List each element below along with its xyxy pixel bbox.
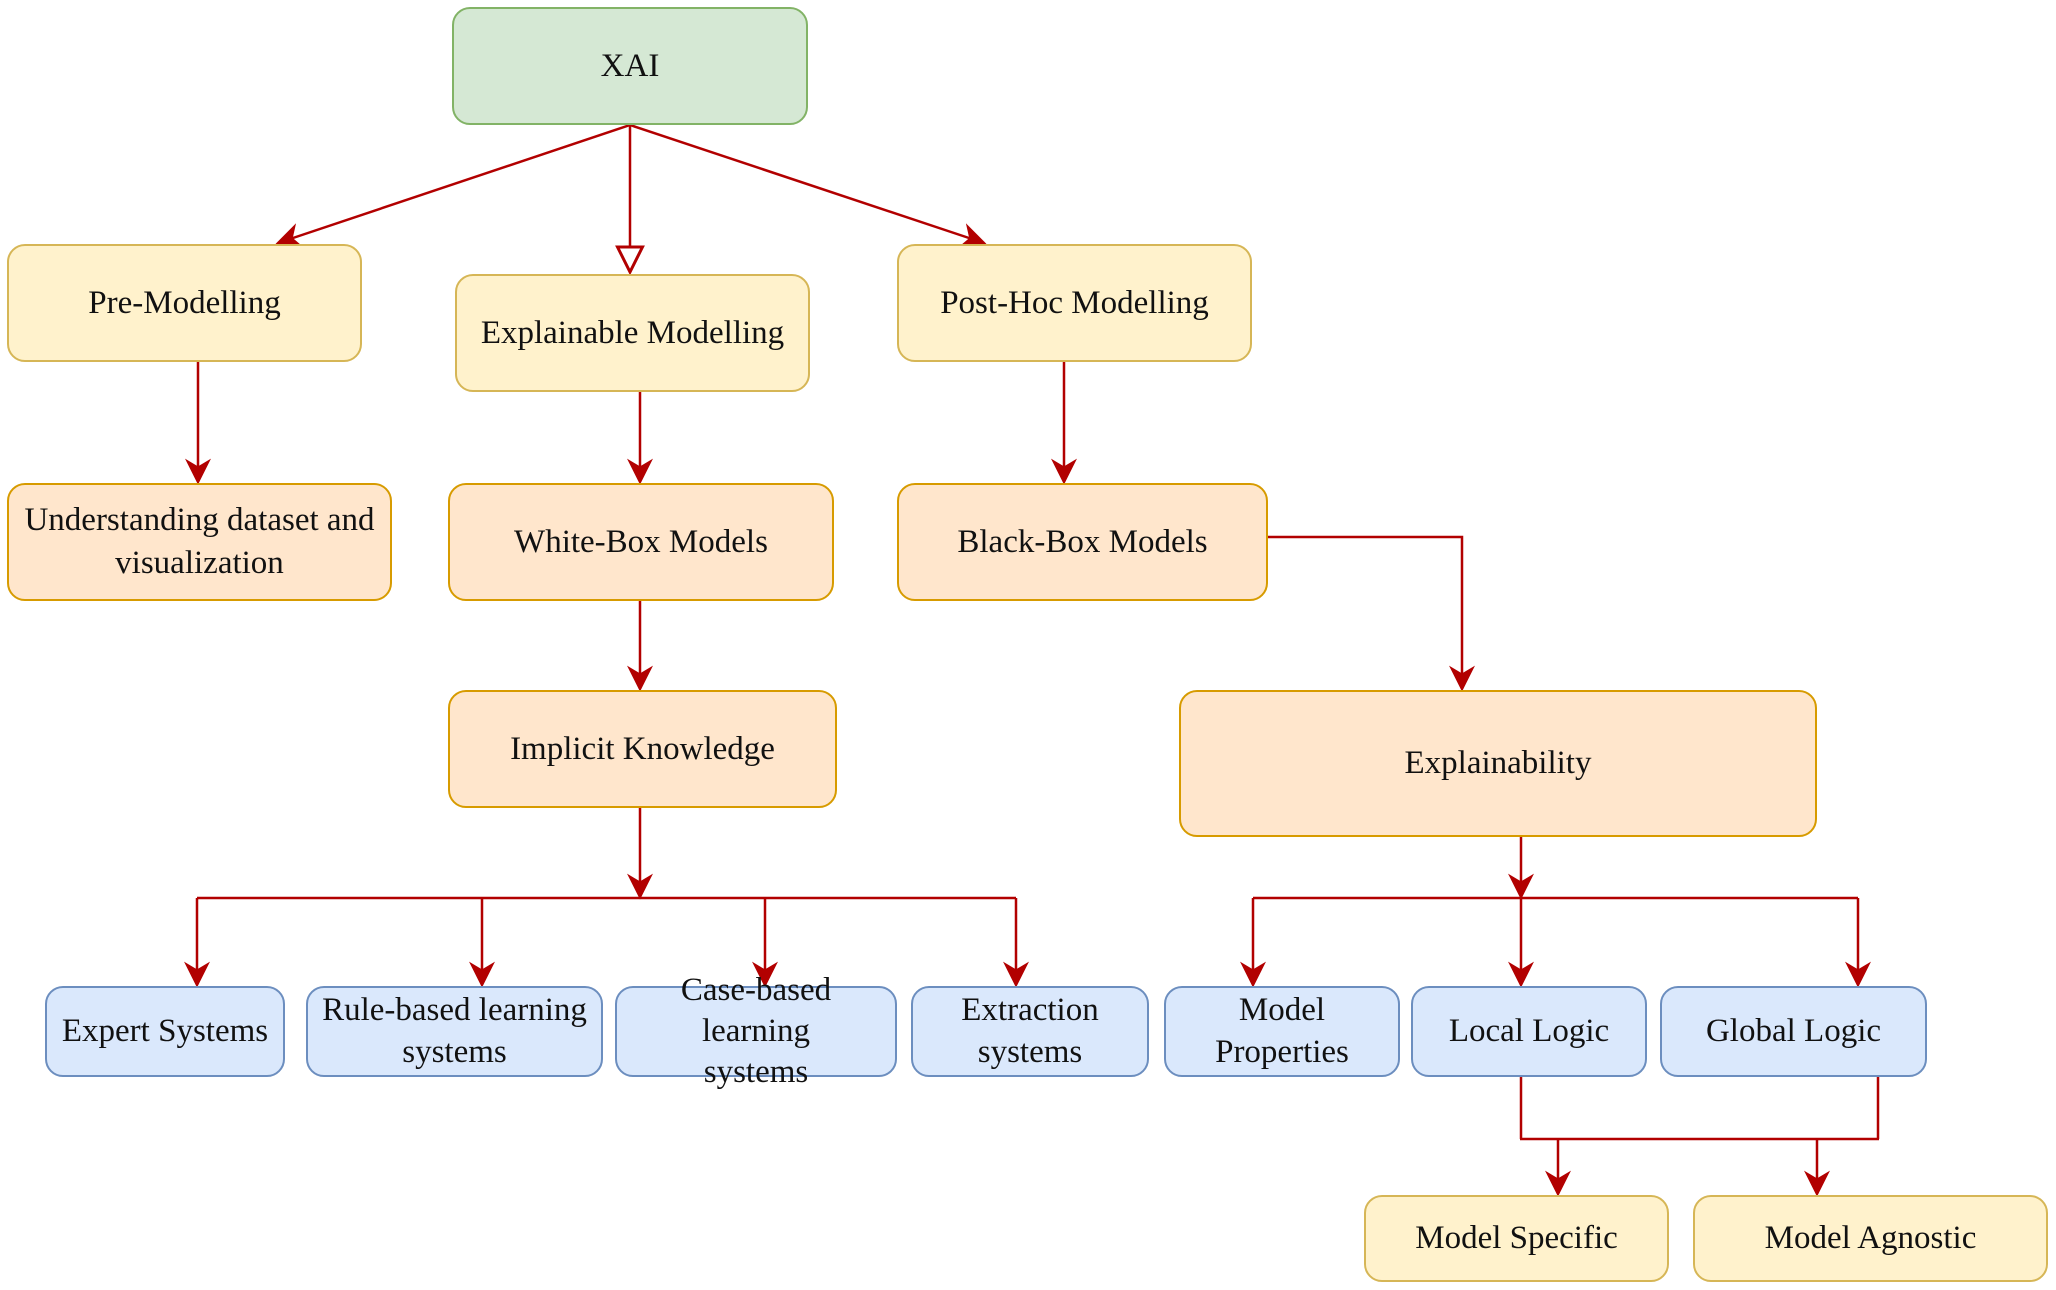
node-label: Model Properties	[1215, 992, 1349, 1070]
node-label: Post-Hoc Modelling	[940, 284, 1209, 321]
node-white-box-models: White-Box Models	[448, 483, 834, 601]
node-label: XAI	[600, 47, 660, 84]
node-explainability: Explainability	[1179, 690, 1817, 837]
node-label: Extraction systems	[961, 992, 1099, 1070]
node-label: Black-Box Models	[957, 523, 1208, 560]
node-model-specific: Model Specific	[1364, 1195, 1669, 1282]
node-explainable-modelling: Explainable Modelling	[455, 274, 810, 392]
node-post-hoc-modelling: Post-Hoc Modelling	[897, 244, 1252, 362]
node-black-box-models: Black-Box Models	[897, 483, 1268, 601]
node-label: Rule-based learning systems	[322, 992, 587, 1070]
node-label: Explainability	[1404, 745, 1592, 782]
node-model-properties: Model Properties	[1164, 986, 1400, 1077]
node-implicit-knowledge: Implicit Knowledge	[448, 690, 837, 808]
node-label: White-Box Models	[514, 523, 768, 560]
node-case-based: Case-based learning systems	[615, 972, 897, 1090]
node-expert-systems: Expert Systems	[45, 986, 285, 1077]
node-global-logic: Global Logic	[1660, 986, 1927, 1077]
edge-xai-pre-modelling	[275, 123, 631, 248]
edge-blackbox-explainability	[1268, 535, 1475, 692]
node-xai: XAI	[452, 7, 808, 125]
edge-xai-post-hoc-modelling	[629, 123, 987, 248]
node-label: Implicit Knowledge	[510, 730, 775, 767]
node-extraction-systems: Extraction systems	[911, 986, 1149, 1077]
node-pre-modelling: Pre-Modelling	[7, 244, 362, 362]
node-understanding-dataset: Understanding dataset and visualization	[7, 483, 392, 601]
node-label: Expert Systems	[61, 1013, 269, 1050]
node-label: Local Logic	[1448, 1013, 1610, 1050]
node-label: Explainable Modelling	[480, 314, 785, 351]
node-label: Case-based learning systems	[680, 971, 832, 1091]
node-rule-based: Rule-based learning systems	[306, 986, 603, 1077]
node-label: Model Specific	[1415, 1220, 1618, 1257]
node-label: Understanding dataset and visualization	[24, 502, 375, 581]
node-label: Global Logic	[1705, 1013, 1882, 1050]
node-label: Model Agnostic	[1764, 1220, 1977, 1257]
node-model-agnostic: Model Agnostic	[1693, 1195, 2048, 1282]
node-label: Pre-Modelling	[88, 284, 281, 321]
node-local-logic: Local Logic	[1411, 986, 1647, 1077]
